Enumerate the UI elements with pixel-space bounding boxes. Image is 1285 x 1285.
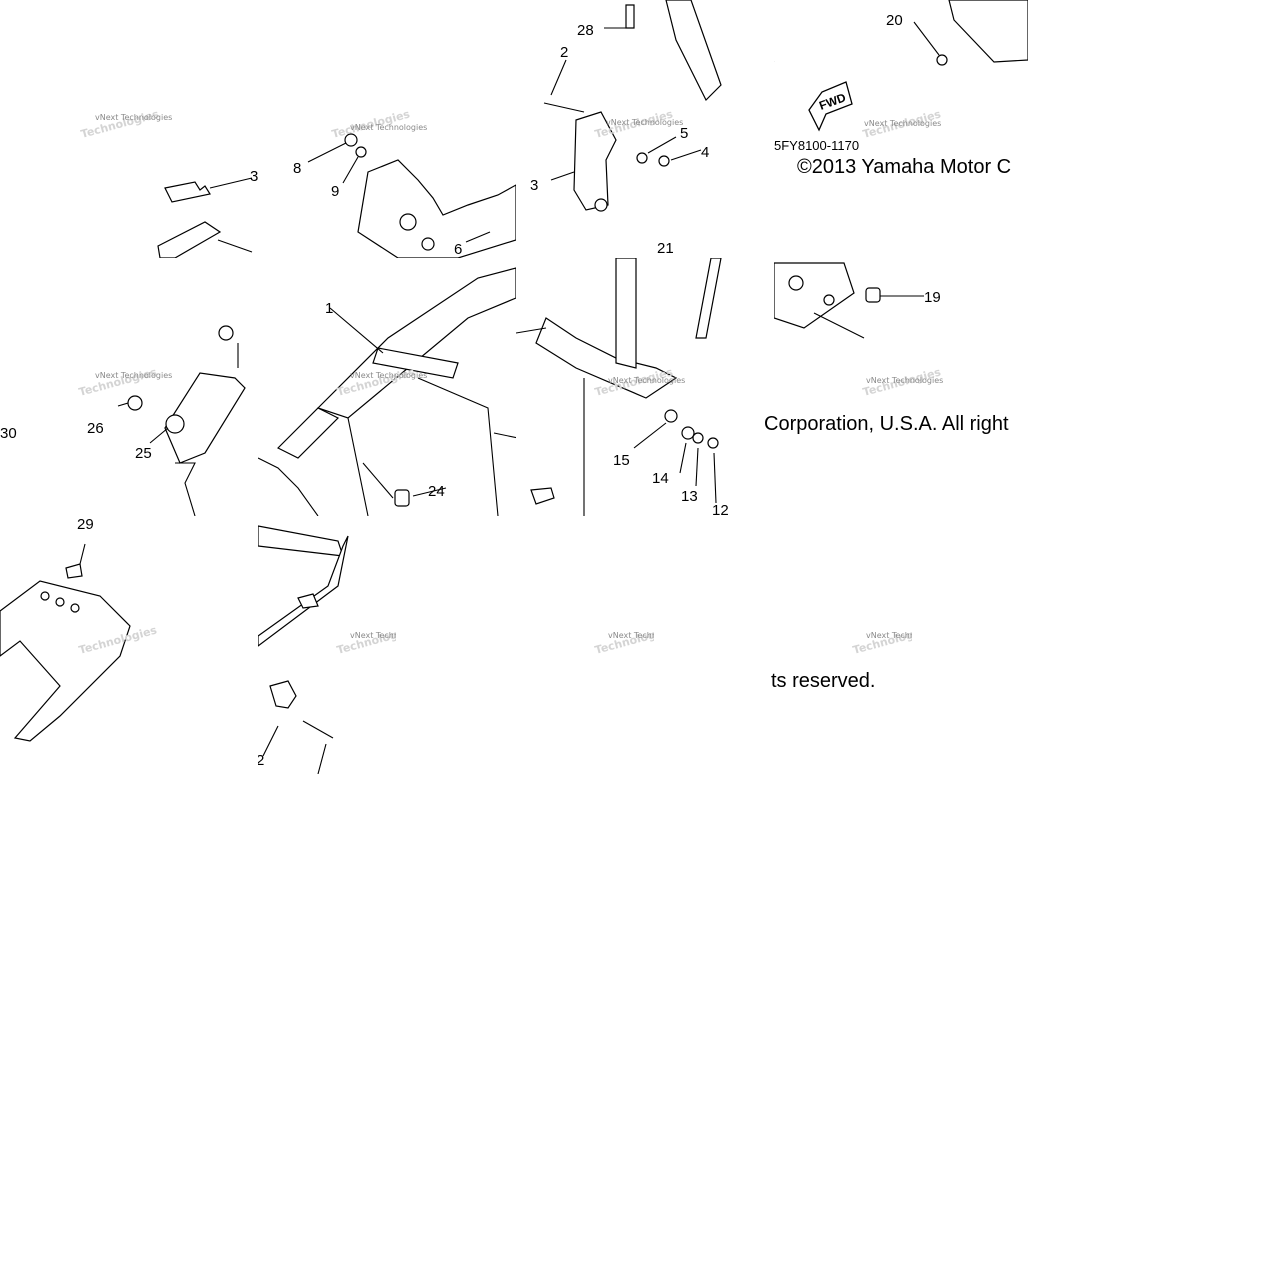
- svg-text:Technologies: Technologies: [593, 623, 654, 656]
- svg-text:vNext Technologies: vNext Technologies: [864, 119, 941, 128]
- callout-label: 2: [560, 44, 568, 61]
- diagram-tile-center-right: 15 14 13 12 22 Technologies vNext Techno…: [516, 258, 774, 516]
- callout-label: 9: [331, 183, 339, 200]
- callout-label: 14: [652, 470, 669, 487]
- callout-label: 3: [250, 168, 258, 185]
- callout-label: 8: [293, 160, 301, 177]
- callout-label: 13: [681, 488, 698, 505]
- diagram-tile-top-middle: 8 9 6 Technologies vNext Technologies: [258, 0, 516, 258]
- watermark: Technologies vNext Technologies: [330, 107, 427, 140]
- copyright-line-2: Corporation, U.S.A. All right: [764, 413, 1009, 435]
- svg-text:vNext Technologies: vNext Technologies: [350, 631, 396, 640]
- svg-text:vNext Technologies: vNext Technologies: [95, 113, 172, 122]
- svg-text:vNext Technologies: vNext Technologies: [606, 118, 683, 127]
- diagram-tile-watermark-2: Technologies vNext Technologies: [774, 516, 912, 666]
- svg-text:vNext Technologies: vNext Technologies: [866, 376, 943, 385]
- copyright-line-3: ts reserved.: [771, 670, 876, 692]
- svg-text:Technologies: Technologies: [851, 623, 912, 656]
- callout-label: 19: [924, 289, 941, 306]
- callout-label: 5: [680, 125, 688, 142]
- watermark: Technologies vNext Technologies: [79, 107, 172, 140]
- watermark: Technologies vNext Technologies: [593, 623, 654, 656]
- callout-label: 2: [258, 752, 264, 769]
- callout-label: 22: [516, 495, 517, 512]
- callout-label: 25: [135, 445, 152, 462]
- callout-label: 30: [0, 425, 17, 442]
- copyright-line-1: ©2013 Yamaha Motor C: [797, 156, 1012, 178]
- callout-label: 20: [886, 12, 903, 29]
- watermark: Technologies vNext Technologies: [335, 623, 396, 656]
- callout-label: 4: [701, 144, 709, 161]
- svg-text:vNext Technologies: vNext Technologies: [350, 123, 427, 132]
- callout-label: 26: [87, 420, 104, 437]
- diagram-tile-bottom-center: 2 Technologies vNext Technologies: [258, 516, 396, 774]
- callout-label: 1: [325, 300, 333, 317]
- diagram-tile-mid-right: 19 Technologies vNext Technologies: [774, 258, 1028, 516]
- svg-text:vNext Technologies: vNext Technologies: [608, 376, 685, 385]
- callout-label: 21: [657, 240, 674, 257]
- callout-label: 12: [712, 502, 729, 516]
- diagram-tile-bottom-left: 29 Technologies: [0, 516, 258, 774]
- watermark: Technologies vNext Technologies: [851, 623, 912, 656]
- svg-text:vNext Technologies: vNext Technologies: [95, 371, 172, 380]
- diagram-tile-watermark-1: Technologies vNext Technologies: [516, 516, 654, 666]
- diagram-tile-top-right-center: 28 2 3 5 4 21 Technologies vNext Technol…: [516, 0, 774, 258]
- callout-label: 28: [577, 22, 594, 39]
- callout-label: 15: [613, 452, 630, 469]
- watermark: Technologies vNext Technologies: [77, 365, 172, 398]
- diagram-tile-top-left: 3 Technologies vNext Technologies: [0, 0, 258, 258]
- fwd-arrow: FWD: [808, 81, 853, 132]
- svg-text:vNext Technologies: vNext Technologies: [866, 631, 912, 640]
- part-number: 5FY8100-1170: [774, 138, 860, 153]
- callout-label: 3: [530, 177, 538, 194]
- watermark: Technologies vNext Technologies: [593, 107, 683, 140]
- svg-text:vNext Technologies: vNext Technologies: [350, 371, 427, 380]
- diagram-tile-center-frame: 1 24 7 Technologies vNext Technologies: [258, 258, 516, 516]
- callout-label: 29: [77, 516, 94, 533]
- watermark: Technologies vNext Technologies: [861, 107, 942, 140]
- callout-label: 24: [428, 483, 445, 500]
- callout-label: 6: [454, 241, 462, 258]
- diagram-tile-middle-left: 26 25 30 Technologies vNext Technologies: [0, 258, 258, 516]
- svg-text:vNext Technologies: vNext Technologies: [608, 631, 654, 640]
- diagram-tile-top-right: FWD 20 11 18 Technologies vNext Technolo…: [774, 0, 1028, 258]
- svg-text:Technologies: Technologies: [335, 623, 396, 656]
- watermark: Technologies vNext Technologies: [861, 365, 943, 398]
- watermark: Technologies vNext Technologies: [335, 365, 427, 398]
